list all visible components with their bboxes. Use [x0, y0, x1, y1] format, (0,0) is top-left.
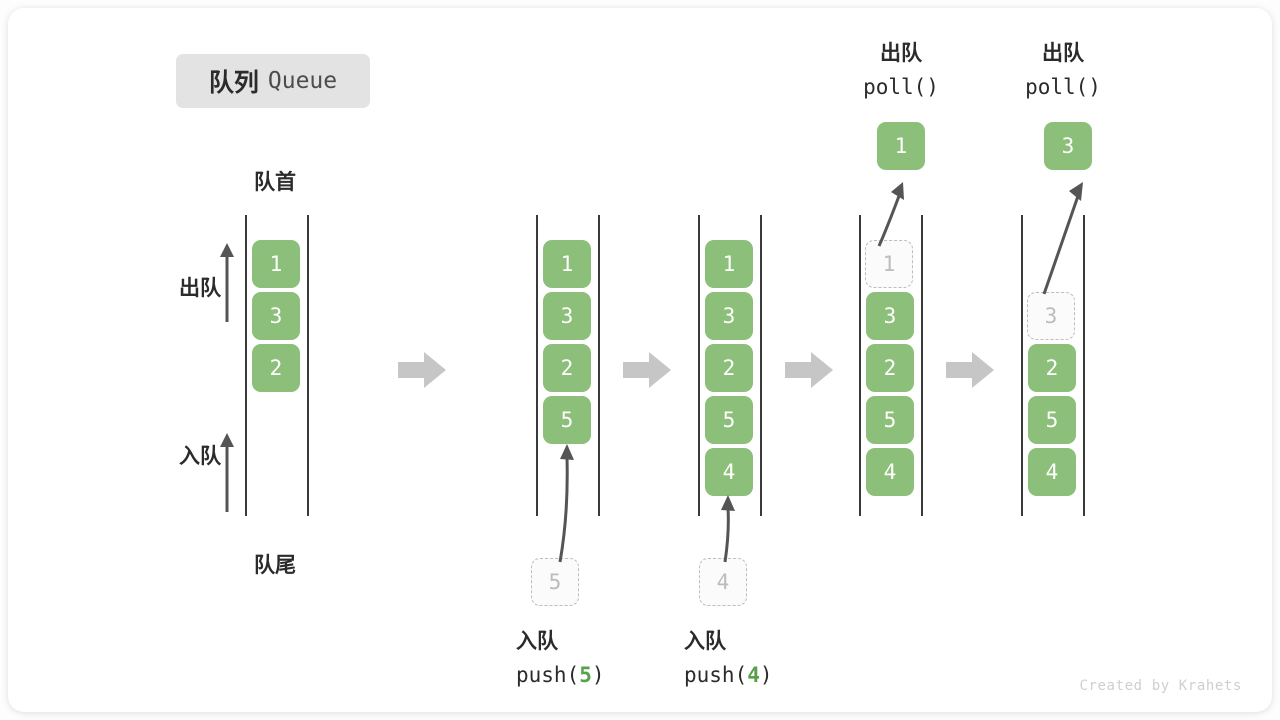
- rail-right: [307, 215, 309, 516]
- title-english: Queue: [267, 68, 338, 94]
- enqueue-direction-label: 入队: [179, 445, 221, 468]
- queue-slot: 1: [252, 240, 300, 288]
- push-arrow: [558, 444, 574, 563]
- popped-element: 3: [1044, 122, 1092, 170]
- queue-slot: 5: [543, 396, 591, 444]
- queue-slot: 4: [866, 448, 914, 496]
- poll-arrow: [1042, 182, 1083, 295]
- push-5-caption: 入队 push(5): [516, 626, 706, 691]
- push-4-caption: 入队 push(4): [684, 626, 874, 691]
- rail-left: [859, 215, 861, 516]
- incoming-element-placeholder: 5: [531, 558, 579, 606]
- watermark: Created by Krahets: [1079, 678, 1242, 694]
- popped-element: 1: [877, 122, 925, 170]
- poll-caption-code: poll(): [863, 74, 939, 99]
- rail-right: [598, 215, 600, 516]
- transition-arrow-icon: [623, 352, 671, 388]
- queue-slot: 5: [705, 396, 753, 444]
- queue-slot: 4: [1028, 448, 1076, 496]
- poll-caption-cn: 出队: [1042, 42, 1084, 65]
- poll-1-caption: 出队 poll(): [826, 38, 976, 103]
- queue-slot: 2: [705, 344, 753, 392]
- poll-caption-code: poll(): [1025, 74, 1101, 99]
- enqueue-direction-arrow: [220, 433, 234, 512]
- queue-slot-vacated: 1: [865, 240, 913, 288]
- poll-3-caption: 出队 poll(): [988, 38, 1138, 103]
- rail-right: [1083, 215, 1085, 516]
- rail-left: [536, 215, 538, 516]
- queue-slot: 2: [252, 344, 300, 392]
- push-caption-code: push(4): [684, 662, 773, 687]
- queue-slot: 3: [252, 292, 300, 340]
- queue-slot: 1: [543, 240, 591, 288]
- push-caption-cn: 入队: [516, 630, 558, 653]
- transition-arrow-icon: [785, 352, 833, 388]
- rail-left: [1021, 215, 1023, 516]
- title-chinese: 队列: [208, 69, 259, 97]
- push-caption-code: push(5): [516, 662, 605, 687]
- transition-arrow-icon: [398, 352, 446, 388]
- push-caption-cn: 入队: [684, 630, 726, 653]
- dequeue-direction-arrow: [220, 243, 234, 322]
- queue-tail-label: 队尾: [254, 554, 296, 577]
- queue-slot: 5: [1028, 396, 1076, 444]
- queue-slot: 1: [705, 240, 753, 288]
- incoming-element-placeholder: 4: [699, 558, 747, 606]
- queue-slot-vacated: 3: [1027, 292, 1075, 340]
- queue-slot: 5: [866, 396, 914, 444]
- queue-slot: 3: [705, 292, 753, 340]
- rail-right: [921, 215, 923, 516]
- rail-right: [760, 215, 762, 516]
- queue-slot: 3: [543, 292, 591, 340]
- transition-arrow-icon: [946, 352, 994, 388]
- dequeue-direction-label: 出队: [179, 277, 221, 300]
- rail-left: [698, 215, 700, 516]
- queue-slot: 2: [1028, 344, 1076, 392]
- queue-slot: 2: [543, 344, 591, 392]
- queue-slot: 3: [866, 292, 914, 340]
- diagram-title-badge: 队列 Queue: [176, 54, 370, 108]
- poll-arrow: [877, 182, 904, 247]
- queue-slot: 2: [866, 344, 914, 392]
- push-arrow: [721, 495, 735, 563]
- poll-caption-cn: 出队: [880, 42, 922, 65]
- diagram-canvas: 队列 Queue 队首 队尾 出队 入队 1 3 2 1 3 2 5 5: [8, 8, 1272, 712]
- queue-front-label: 队首: [254, 171, 296, 194]
- rail-left: [245, 215, 247, 516]
- queue-slot: 4: [705, 448, 753, 496]
